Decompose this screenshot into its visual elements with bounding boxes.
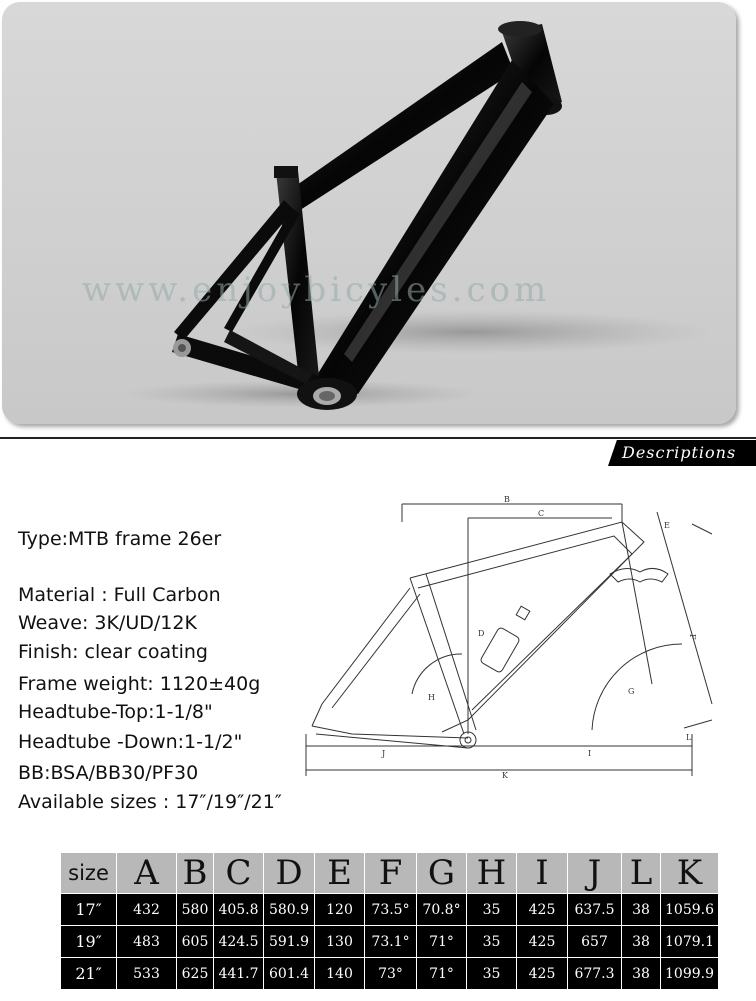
dim-label-l: L — [686, 733, 692, 742]
table-cell: 425 — [516, 893, 568, 926]
dim-label-d: D — [478, 629, 484, 638]
dim-label-k: K — [502, 771, 509, 780]
column-header-k: K — [660, 852, 719, 894]
table-cell: 71° — [416, 957, 467, 990]
table-cell: 1059.6 — [660, 893, 719, 926]
dim-label-c: C — [538, 509, 544, 518]
table-cell: 35 — [466, 925, 517, 958]
table-cell: 35 — [466, 893, 517, 926]
table-cell-size: 17″ — [60, 893, 117, 926]
column-header-j: J — [567, 852, 622, 894]
product-photo: www.enjoybicyles.com — [2, 2, 736, 424]
table-cell: 605 — [176, 925, 214, 958]
table-cell: 35 — [466, 957, 517, 990]
table-cell: 425 — [516, 925, 568, 958]
column-header-b: B — [176, 852, 214, 894]
table-cell: 425 — [516, 957, 568, 990]
table-cell: 73° — [364, 957, 417, 990]
table-cell: 71° — [416, 925, 467, 958]
table-row: 17″ 432 580 405.8 580.9 120 73.5° 70.8° … — [60, 893, 719, 926]
table-cell: 38 — [621, 925, 661, 958]
watermark-text: www.enjoybicyles.com — [82, 270, 551, 310]
table-cell: 1079.1 — [660, 925, 719, 958]
table-header-row: size A B C D E F G H I J L K — [60, 852, 719, 894]
geometry-table: size A B C D E F G H I J L K 17″ 432 580… — [60, 852, 719, 990]
spec-headtube-down: Headtube -Down:1-1/2" — [18, 731, 243, 753]
column-header-c: C — [213, 852, 264, 894]
descriptions-label: Descriptions — [622, 443, 737, 462]
spec-material: Material : Full Carbon — [18, 584, 221, 606]
dim-label-b: B — [504, 495, 510, 504]
table-cell: 140 — [314, 957, 365, 990]
table-cell: 601.4 — [263, 957, 315, 990]
column-header-g: G — [416, 852, 467, 894]
table-cell: 38 — [621, 893, 661, 926]
spec-frame-weight: Frame weight: 1120±40g — [18, 673, 261, 695]
dim-label-e: E — [664, 521, 670, 530]
table-cell: 591.9 — [263, 925, 315, 958]
column-header-i: I — [516, 852, 568, 894]
table-row: 21″ 533 625 441.7 601.4 140 73° 71° 35 4… — [60, 957, 719, 990]
dim-label-h: H — [428, 693, 435, 702]
table-cell: 73.5° — [364, 893, 417, 926]
dim-label-g: G — [628, 687, 634, 696]
table-cell: 533 — [116, 957, 177, 990]
column-header-h: H — [466, 852, 517, 894]
table-cell: 424.5 — [213, 925, 264, 958]
table-cell: 625 — [176, 957, 214, 990]
descriptions-banner: Descriptions — [608, 440, 756, 466]
table-cell: 441.7 — [213, 957, 264, 990]
section-divider — [0, 437, 756, 439]
table-cell: 483 — [116, 925, 177, 958]
spec-type: Type:MTB frame 26er — [18, 528, 222, 550]
table-cell: 580 — [176, 893, 214, 926]
geometry-diagram: B C D E G H I J K L F — [305, 495, 713, 780]
table-cell: 120 — [314, 893, 365, 926]
table-cell: 73.1° — [364, 925, 417, 958]
column-header-l: L — [621, 852, 661, 894]
table-cell: 677.3 — [567, 957, 622, 990]
carbon-frame-image — [122, 21, 712, 410]
table-cell: 405.8 — [213, 893, 264, 926]
column-header-d: D — [263, 852, 315, 894]
column-header-a: A — [116, 852, 177, 894]
table-cell: 70.8° — [416, 893, 467, 926]
dim-label-j: J — [381, 749, 385, 758]
table-row: 19″ 483 605 424.5 591.9 130 73.1° 71° 35… — [60, 925, 719, 958]
spec-weave: Weave: 3K/UD/12K — [18, 612, 197, 634]
table-cell: 432 — [116, 893, 177, 926]
column-header-size: size — [60, 852, 117, 894]
table-cell: 580.9 — [263, 893, 315, 926]
spec-bb: BB:BSA/BB30/PF30 — [18, 762, 199, 784]
table-cell: 657 — [567, 925, 622, 958]
table-cell: 1099.9 — [660, 957, 719, 990]
column-header-f: F — [364, 852, 417, 894]
table-cell-size: 21″ — [60, 957, 117, 990]
spec-headtube-top: Headtube-Top:1-1/8" — [18, 701, 213, 723]
table-cell: 130 — [314, 925, 365, 958]
dim-label-i: I — [588, 749, 591, 758]
table-cell-size: 19″ — [60, 925, 117, 958]
spec-finish: Finish: clear coating — [18, 641, 208, 663]
spec-available-sizes: Available sizes : 17″/19″/21″ — [18, 791, 282, 813]
dim-label-f: F — [688, 634, 697, 640]
column-header-e: E — [314, 852, 365, 894]
table-cell: 637.5 — [567, 893, 622, 926]
table-cell: 38 — [621, 957, 661, 990]
